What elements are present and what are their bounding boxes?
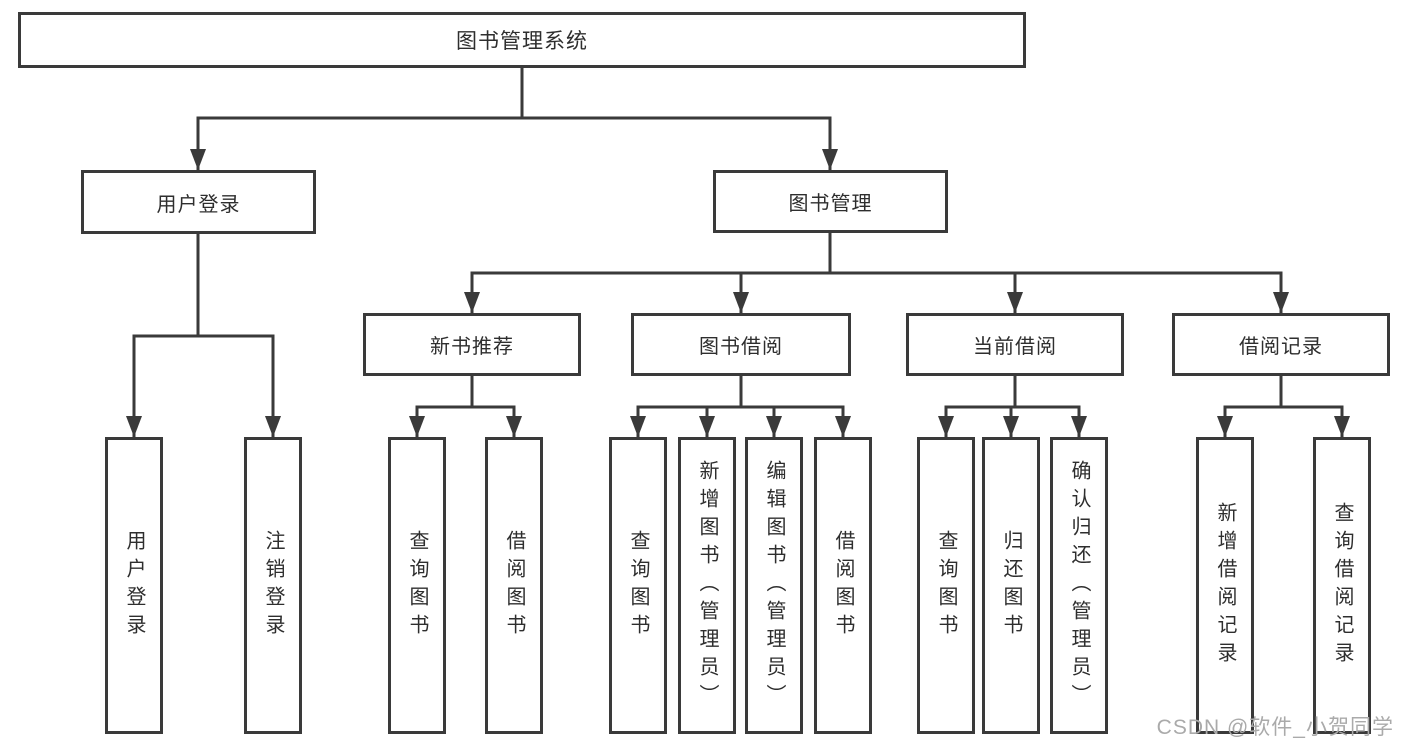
- node-label: 注销登录: [262, 529, 284, 642]
- node-leaf-borrow-book-2: 借阅图书: [814, 437, 872, 734]
- node-current-borrow: 当前借阅: [906, 313, 1124, 376]
- node-library-management-system: 图书管理系统: [18, 12, 1026, 68]
- node-book-borrow: 图书借阅: [631, 313, 851, 376]
- node-label: 借阅图书: [503, 529, 525, 642]
- node-label: 归还图书: [1000, 529, 1022, 642]
- node-leaf-query-book-2: 查询图书: [609, 437, 667, 734]
- node-label: 查询借阅记录: [1331, 501, 1353, 670]
- node-label: 确认归还（管理员）: [1068, 459, 1090, 712]
- csdn-watermark: CSDN @软件_小贺同学: [1156, 716, 1394, 739]
- node-leaf-confirm-return-admin: 确认归还（管理员）: [1050, 437, 1108, 734]
- node-label: 新增借阅记录: [1214, 501, 1236, 670]
- node-book-management: 图书管理: [713, 170, 948, 233]
- node-leaf-return-book: 归还图书: [982, 437, 1040, 734]
- node-leaf-query-book-3: 查询图书: [917, 437, 975, 734]
- node-label: 新增图书（管理员）: [696, 459, 718, 712]
- node-leaf-query-book-1: 查询图书: [388, 437, 446, 734]
- node-leaf-query-borrow-record: 查询借阅记录: [1313, 437, 1371, 734]
- node-new-book-recommend: 新书推荐: [363, 313, 581, 376]
- node-leaf-add-borrow-record: 新增借阅记录: [1196, 437, 1254, 734]
- node-label: 查询图书: [406, 529, 428, 642]
- node-label: 用户登录: [123, 529, 145, 642]
- node-leaf-user-login: 用户登录: [105, 437, 163, 734]
- node-user-login: 用户登录: [81, 170, 316, 234]
- node-label: 查询图书: [935, 529, 957, 642]
- node-label: 借阅图书: [832, 529, 854, 642]
- node-leaf-add-book-admin: 新增图书（管理员）: [678, 437, 736, 734]
- node-label: 查询图书: [627, 529, 649, 642]
- node-leaf-borrow-book-1: 借阅图书: [485, 437, 543, 734]
- node-leaf-logout: 注销登录: [244, 437, 302, 734]
- node-leaf-edit-book-admin: 编辑图书（管理员）: [745, 437, 803, 734]
- node-label: 编辑图书（管理员）: [763, 459, 785, 712]
- node-borrow-records: 借阅记录: [1172, 313, 1390, 376]
